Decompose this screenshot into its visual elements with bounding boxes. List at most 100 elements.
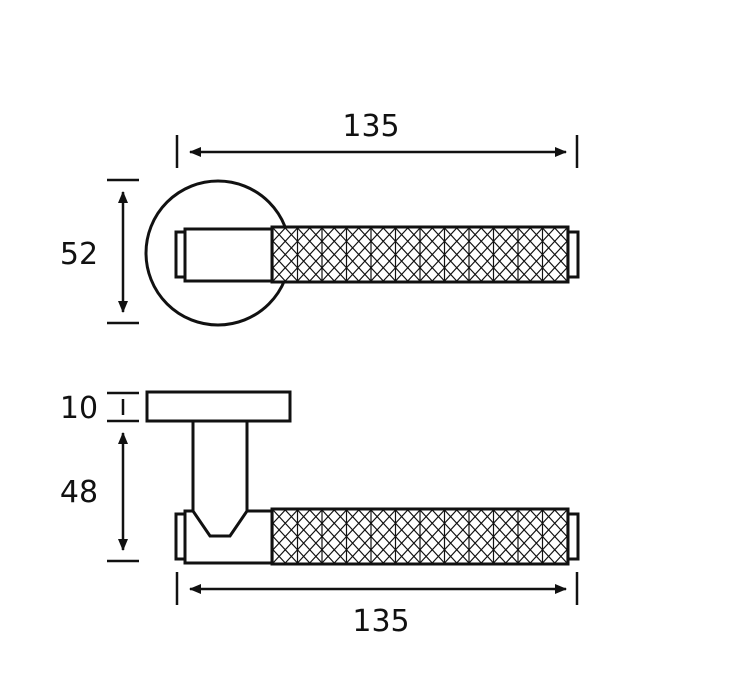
- knurl-line: [542, 227, 568, 242]
- knurled-grip: [270, 225, 570, 284]
- knurl-line: [444, 522, 470, 537]
- top-width-dimension: 135: [175, 109, 579, 168]
- knurl-line: [272, 253, 298, 269]
- knurl-line: [321, 549, 347, 564]
- knurl-line: [395, 548, 421, 564]
- knurl-line: [346, 253, 372, 269]
- knurl-line: [444, 267, 470, 282]
- knurl-line: [517, 548, 543, 564]
- knurl-line: [444, 548, 470, 564]
- front-view: 135 52: [60, 109, 580, 327]
- knurl-line: [542, 522, 568, 537]
- knurl-line: [346, 535, 372, 551]
- bottom-width-dimension: 135: [175, 572, 579, 639]
- front-height-dimension: 52: [60, 178, 139, 325]
- knurl-line: [346, 266, 372, 282]
- knurl-line: [493, 548, 519, 564]
- knurl-line: [370, 240, 396, 255]
- knurl-line: [542, 266, 568, 282]
- top-width-label: 135: [342, 109, 399, 144]
- knurl-line: [468, 535, 494, 551]
- knurl-line: [444, 509, 470, 524]
- knurl-line: [395, 267, 421, 282]
- knurl-line: [542, 240, 568, 255]
- knurl-line: [321, 548, 347, 564]
- knurl-line: [419, 509, 445, 524]
- knurl-line: [395, 240, 421, 255]
- knurl-line: [297, 522, 323, 537]
- knurl-line: [493, 227, 519, 242]
- knurl-line: [395, 549, 421, 564]
- front-height-label: 52: [60, 237, 98, 272]
- knurl-line: [395, 535, 421, 551]
- knurl-line: [493, 509, 519, 524]
- rose-plate: [145, 390, 292, 423]
- projection-label: 48: [60, 475, 98, 510]
- knurl-line: [346, 509, 372, 524]
- knurl-line: [346, 549, 372, 564]
- knurl-line: [419, 266, 445, 282]
- knurl-line: [321, 253, 347, 269]
- knurl-line: [468, 522, 494, 537]
- knurl-line: [493, 549, 519, 564]
- knurl-line: [419, 522, 445, 537]
- knurl-line: [468, 266, 494, 282]
- knurl-line: [542, 267, 568, 282]
- projection-dimension: 48: [60, 432, 139, 563]
- knurl-line: [395, 253, 421, 269]
- end-cap-right: [566, 512, 580, 561]
- knurl-line: [468, 548, 494, 564]
- neck-collar: [183, 509, 274, 565]
- knurl-line: [297, 549, 323, 564]
- knurl-line: [297, 535, 323, 551]
- knurl-line: [272, 227, 298, 242]
- knurl-line: [272, 549, 298, 564]
- knurl-line: [493, 253, 519, 269]
- knurl-line: [517, 227, 543, 242]
- knurl-line: [419, 227, 445, 242]
- knurl-line: [542, 535, 568, 551]
- knurl-line: [517, 509, 543, 524]
- knurl-line: [346, 548, 372, 564]
- knurl-line: [297, 227, 323, 242]
- knurl-pattern: [272, 227, 568, 282]
- knurl-line: [542, 509, 568, 524]
- knurl-pattern: [272, 509, 568, 564]
- knurl-line: [297, 253, 323, 269]
- knurl-line: [468, 227, 494, 242]
- knurl-line: [297, 267, 323, 282]
- knurl-line: [419, 549, 445, 564]
- knurl-line: [346, 522, 372, 537]
- knurl-line: [346, 240, 372, 255]
- knurl-line: [272, 522, 298, 537]
- knurl-line: [493, 266, 519, 282]
- knurl-line: [493, 267, 519, 282]
- knurl-line: [517, 522, 543, 537]
- knurl-line: [444, 266, 470, 282]
- knurl-line: [370, 548, 396, 564]
- knurl-line: [444, 227, 470, 242]
- knurl-line: [517, 267, 543, 282]
- knurl-line: [370, 522, 396, 537]
- knurl-line: [321, 267, 347, 282]
- knurl-line: [493, 522, 519, 537]
- knurl-line: [444, 535, 470, 551]
- knurl-line: [272, 267, 298, 282]
- knurl-line: [419, 535, 445, 551]
- knurl-line: [542, 253, 568, 269]
- knurl-line: [297, 548, 323, 564]
- knurl-line: [468, 240, 494, 255]
- knurl-line: [493, 535, 519, 551]
- knurl-line: [468, 253, 494, 269]
- knurl-line: [272, 266, 298, 282]
- knurl-line: [321, 535, 347, 551]
- knurl-line: [517, 240, 543, 255]
- rose-thickness-dimension: 10: [60, 391, 139, 426]
- knurl-line: [370, 535, 396, 551]
- knurl-line: [395, 227, 421, 242]
- knurl-line: [468, 509, 494, 524]
- side-view: 10 48 135: [60, 390, 580, 639]
- knurl-line: [419, 548, 445, 564]
- knurl-line: [370, 267, 396, 282]
